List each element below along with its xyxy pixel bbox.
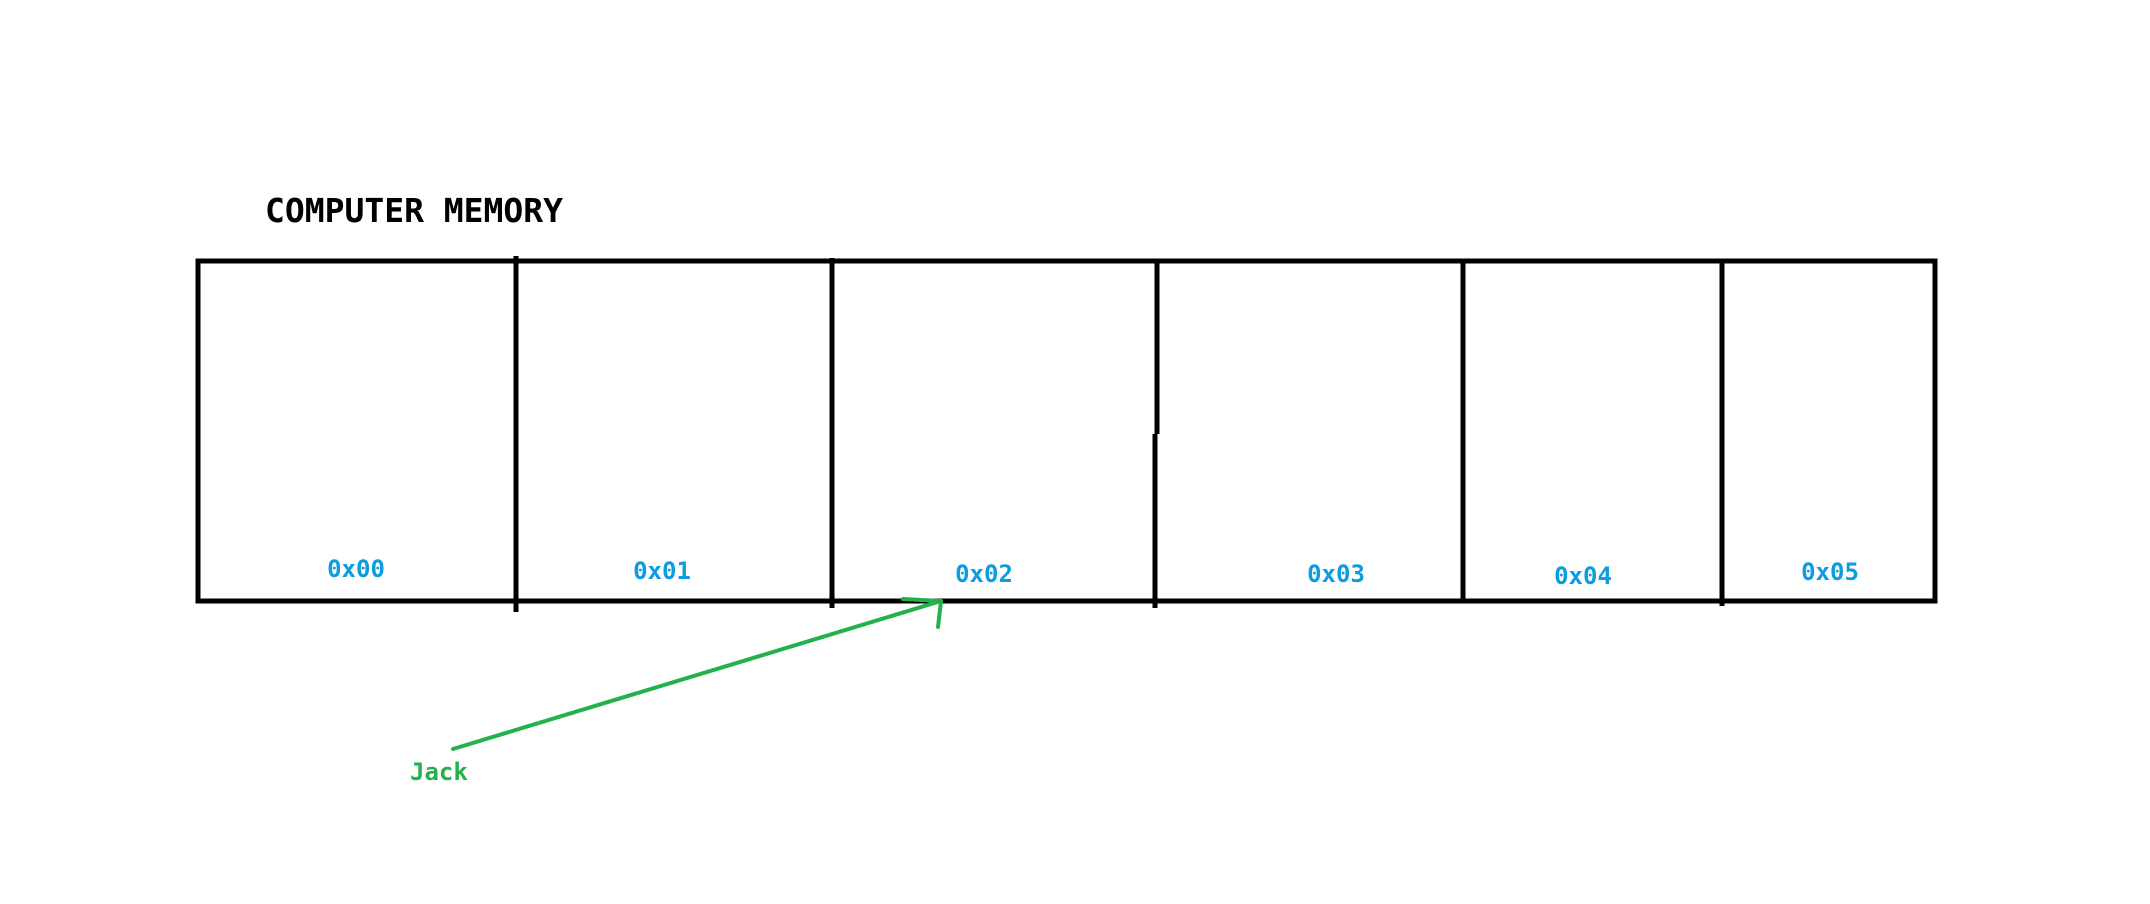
cell-address-label: 0x04 — [1554, 562, 1612, 590]
pointer-arrow-head — [901, 597, 943, 629]
memory-outline — [195, 258, 1938, 604]
cell-address-label: 0x05 — [1801, 558, 1859, 586]
address-labels: 0x00 0x01 0x02 0x03 0x04 0x05 — [327, 555, 1859, 590]
cell-address-label: 0x00 — [327, 555, 385, 583]
memory-strip — [195, 256, 1938, 612]
diagram-title: COMPUTER MEMORY — [265, 191, 563, 230]
pointer-arrow-shaft — [451, 599, 943, 751]
cell-address-label: 0x01 — [633, 557, 691, 585]
cell-address-label: 0x02 — [955, 560, 1013, 588]
pointer-label: Jack — [410, 758, 468, 786]
pointer-arrow — [451, 597, 943, 751]
cell-address-label: 0x03 — [1307, 560, 1365, 588]
